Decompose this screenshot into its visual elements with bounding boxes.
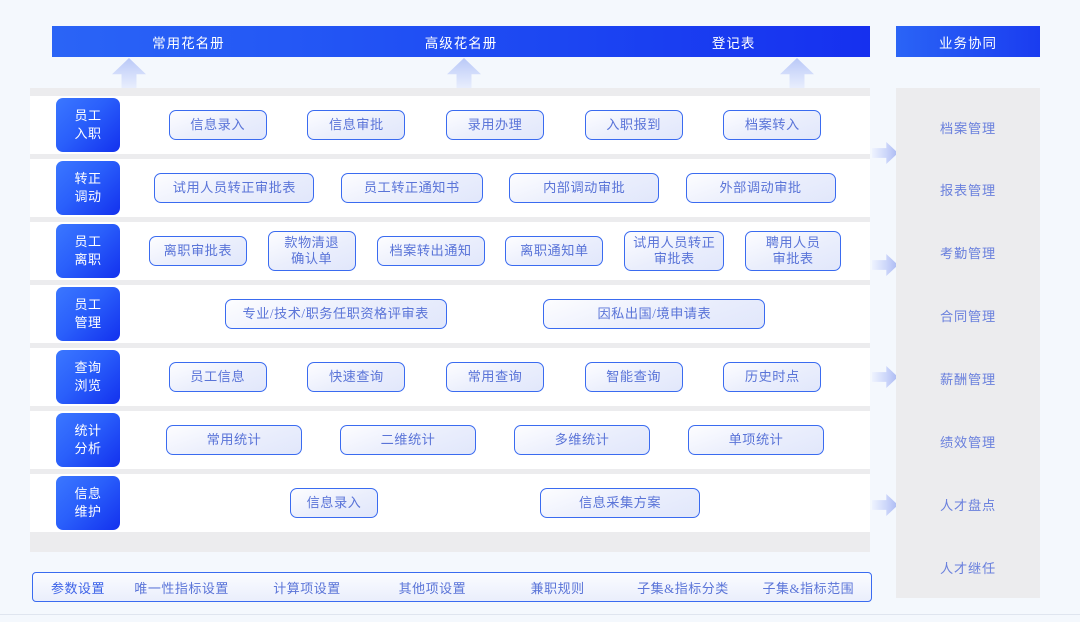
category-badge-line: 分析 (74, 441, 102, 456)
sidebar-item[interactable]: 报表管理 (940, 183, 996, 198)
row-item-pill[interactable]: 常用统计 (166, 425, 302, 455)
category-row: 转正调动试用人员转正审批表员工转正通知书内部调动审批外部调动审批 (30, 159, 870, 217)
row-item-pill[interactable]: 多维统计 (514, 425, 650, 455)
right-arrow-1 (872, 142, 898, 164)
row-item-pill[interactable]: 信息录入 (168, 110, 267, 140)
row-item-pill[interactable]: 离职通知单 (505, 236, 604, 266)
category-row: 信息维护 信息录入 信息采集方案 (30, 474, 870, 532)
bottom-bar-item[interactable]: 计算项设置 (273, 580, 341, 596)
category-row: 员工入职 信息录入 信息审批 录用办理 入职报到 档案转入 (30, 96, 870, 154)
category-badge-line: 信息 (74, 486, 102, 502)
row-item-list: 员工信息 快速查询 常用查询 智能查询 历史时点 (128, 362, 862, 392)
row-item-pill[interactable]: 信息采集方案 (540, 488, 700, 518)
row-item-list: 专业/技术/职务任职资格评审表 因私出国/境申请表 (128, 299, 862, 329)
category-badge-line: 离职 (74, 252, 102, 267)
sidebar-item[interactable]: 薪酬管理 (940, 372, 996, 387)
row-item-list: 信息录入 信息采集方案 (128, 488, 862, 518)
category-row: 查询浏览 员工信息 快速查询 常用查询 智能查询 历史时点 (30, 348, 870, 406)
side-header-title: 业务协同 (896, 26, 1040, 57)
category-badge[interactable]: 员工离职 (56, 224, 120, 278)
row-item-list: 信息录入 信息审批 录用办理 入职报到 档案转入 (128, 110, 862, 140)
right-arrow-3 (872, 366, 898, 388)
row-item-list: 常用统计 二维统计 多维统计 单项统计 (128, 425, 862, 455)
row-item-pill[interactable]: 信息审批 (307, 110, 406, 140)
row-item-pill[interactable]: 智能查询 (584, 362, 683, 392)
bottom-bar-item[interactable]: 子集&指标范围 (762, 580, 855, 596)
category-badge-line: 查询 (74, 360, 102, 376)
bottom-bar-item[interactable]: 子集&指标分类 (637, 580, 729, 596)
sidebar-panel: 档案管理报表管理考勤管理合同管理薪酬管理绩效管理人才盘点人才继任 (896, 88, 1040, 598)
category-badge-line: 员工 (74, 108, 102, 124)
category-badge-line: 入职 (74, 126, 102, 141)
row-item-pill[interactable]: 档案转入 (723, 110, 822, 140)
header-segment-2[interactable]: 高级花名册 (424, 35, 498, 51)
row-item-pill[interactable]: 外部调动审批 (685, 173, 836, 203)
category-row: 员工管理 专业/技术/职务任职资格评审表 因私出国/境申请表 (30, 285, 870, 343)
sidebar-item[interactable]: 人才继任 (940, 561, 996, 576)
row-item-pill[interactable]: 内部调动审批 (509, 173, 660, 203)
row-item-pill[interactable]: 入职报到 (584, 110, 683, 140)
bottom-bar-item[interactable]: 兼职规则 (530, 580, 585, 596)
category-badge-line: 维护 (74, 504, 102, 519)
right-arrow-4 (872, 494, 898, 516)
header-segment-1[interactable]: 常用花名册 (152, 35, 225, 51)
sidebar-item[interactable]: 考勤管理 (940, 246, 996, 261)
row-item-pill[interactable]: 因私出国/境申请表 (543, 299, 766, 329)
row-item-pill[interactable]: 档案转出通知 (376, 236, 485, 266)
category-row: 统计分析 常用统计 二维统计 多维统计 单项统计 (30, 411, 870, 469)
category-badge[interactable]: 信息维护 (56, 476, 120, 530)
row-item-pill[interactable]: 快速查询 (307, 362, 406, 392)
row-item-pill[interactable]: 专业/技术/职务任职资格评审表 (224, 299, 447, 329)
category-row: 员工离职离职审批表款物清退 确认单档案转出通知离职通知单试用人员转正 审批表聘用… (30, 222, 870, 280)
row-item-pill[interactable]: 款物清退 确认单 (267, 231, 356, 271)
top-header-row: 常用花名册 高级花名册 登记表 业务协同 (0, 26, 1080, 57)
category-badge[interactable]: 转正调动 (56, 161, 120, 215)
row-item-pill[interactable]: 二维统计 (340, 425, 476, 455)
row-item-pill[interactable]: 信息录入 (290, 488, 378, 518)
row-item-pill[interactable]: 单项统计 (688, 425, 824, 455)
right-arrow-2 (872, 254, 898, 276)
row-item-pill[interactable]: 试用人员转正 审批表 (624, 231, 725, 271)
row-item-pill[interactable]: 员工转正通知书 (340, 173, 483, 203)
bottom-bar-item[interactable]: 唯一性指标设置 (134, 580, 229, 596)
category-badge-line: 浏览 (74, 378, 102, 393)
row-item-pill[interactable]: 试用人员转正审批表 (154, 173, 315, 203)
row-item-list: 试用人员转正审批表员工转正通知书内部调动审批外部调动审批 (128, 173, 862, 203)
row-item-pill[interactable]: 历史时点 (723, 362, 822, 392)
category-badge[interactable]: 统计分析 (56, 413, 120, 467)
sidebar-item[interactable]: 绩效管理 (940, 435, 996, 450)
main-content-panel: 员工入职信息录入信息审批录用办理入职报到档案转入转正调动试用人员转正审批表员工转… (30, 88, 870, 552)
header-segment-3[interactable]: 登记表 (711, 35, 756, 51)
row-item-pill[interactable]: 常用查询 (445, 362, 544, 392)
category-badge-line: 员工 (74, 234, 102, 250)
bottom-parameter-bar[interactable]: 参数设置 唯一性指标设置 计算项设置 其他项设置 兼职规则 子集&指标分类 子集&指标范围 (32, 572, 872, 602)
bottom-bar-item[interactable]: 其他项设置 (398, 580, 467, 596)
row-item-list: 离职审批表款物清退 确认单档案转出通知离职通知单试用人员转正 审批表聘用人员 审… (128, 231, 862, 271)
category-badge-line: 调动 (74, 189, 102, 204)
main-header-bar: 常用花名册 高级花名册 登记表 (52, 26, 870, 57)
category-badge-line: 管理 (74, 315, 102, 330)
category-badge[interactable]: 员工入职 (56, 98, 120, 152)
category-badge-line: 统计 (74, 423, 102, 439)
category-badge-line: 转正 (74, 171, 102, 187)
category-badge[interactable]: 查询浏览 (56, 350, 120, 404)
sidebar-item[interactable]: 人才盘点 (940, 498, 996, 513)
row-item-pill[interactable]: 员工信息 (168, 362, 267, 392)
bottom-divider (0, 614, 1080, 615)
sidebar-item[interactable]: 合同管理 (940, 309, 996, 324)
row-item-pill[interactable]: 离职审批表 (148, 236, 247, 266)
sidebar-item[interactable]: 档案管理 (940, 121, 996, 136)
bottom-bar-first-item[interactable]: 参数设置 (51, 580, 106, 596)
category-badge-line: 员工 (74, 297, 102, 313)
row-item-pill[interactable]: 聘用人员 审批表 (745, 231, 842, 271)
category-badge[interactable]: 员工管理 (56, 287, 120, 341)
row-item-pill[interactable]: 录用办理 (445, 110, 544, 140)
